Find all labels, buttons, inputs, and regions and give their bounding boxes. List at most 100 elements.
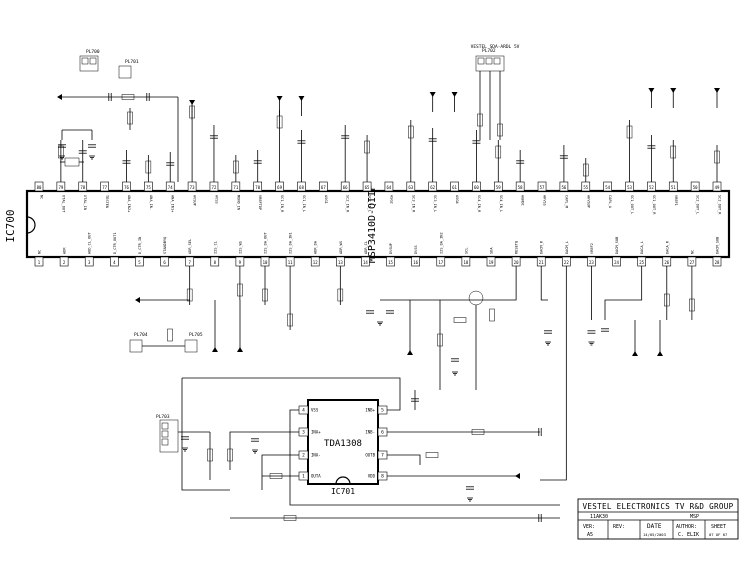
ic700-pin-box	[625, 181, 634, 192]
ic700-pin-name: SC2_IN_L	[368, 195, 372, 212]
title-sheet: 07 OF 07	[709, 532, 727, 537]
supply-icon	[670, 88, 677, 93]
ic700-pin-number: 19	[489, 260, 494, 265]
ic700-pin-name: CAPL_A	[608, 195, 612, 209]
connector	[118, 65, 132, 79]
ic700-pin-name: MONO_IN	[236, 195, 240, 210]
ic700-pin-number: 73	[190, 185, 195, 190]
ic700-pin-box	[486, 256, 496, 267]
crystal	[64, 157, 80, 167]
ic700-pin-name: VREFTOP	[258, 195, 262, 210]
ic700-pin-name: I2S_WS	[238, 241, 242, 254]
ic700-pin-box	[275, 181, 284, 192]
ic700-pin-number: 66	[343, 185, 348, 190]
title-block: VESTEL ELECTRONICS TV R&D GROUP 11AK30 M…	[577, 498, 739, 540]
ic700-pin-name: AHVSUP	[586, 195, 590, 208]
supply-icon	[298, 96, 305, 101]
ic701-notch	[335, 476, 351, 485]
supply-icon	[237, 347, 243, 352]
supply-icon	[407, 350, 413, 355]
ic700-pin-name: SC1_IN_R	[280, 195, 284, 213]
connector	[159, 419, 179, 453]
ic700-pin-box	[84, 256, 94, 267]
ic701-pin-box	[377, 450, 388, 460]
connector	[79, 55, 99, 72]
ic700-pin-number: 20	[514, 260, 519, 265]
ic700-pin-number: 67	[321, 185, 326, 190]
ic701-pin-box	[298, 405, 309, 415]
ic700-pin-box	[34, 256, 44, 267]
wire	[289, 409, 560, 506]
ic700-pin-box	[406, 181, 416, 192]
resistor	[269, 473, 283, 479]
ic700-pin-name: I2S_CL	[213, 241, 217, 254]
connector-pin	[161, 438, 169, 446]
wire	[380, 266, 517, 301]
ic700-pin-box	[647, 181, 656, 192]
connector-pin	[81, 57, 89, 65]
wire	[540, 266, 548, 301]
supply-icon	[57, 94, 62, 100]
ic700-pin-name: TESTEN	[105, 195, 109, 208]
supply-icon	[657, 351, 663, 356]
ic700-pin-box	[160, 256, 169, 267]
ic700-pin-name: ADR_SEL	[188, 239, 192, 254]
supply-icon	[212, 347, 218, 352]
ic701-pin-name: OUTA	[311, 474, 321, 479]
ic700-pin-box	[411, 256, 420, 267]
ic700-pin-name: D_CTR_OUT1	[113, 232, 117, 254]
ic700-pin-box	[59, 256, 69, 267]
ic700-pin-number: 16	[413, 260, 418, 265]
ic700-pin-name: NC	[690, 250, 694, 254]
resistor	[664, 293, 670, 307]
ic700-pin-box	[78, 181, 88, 192]
wire	[540, 266, 567, 481]
ic700-pin-name: SC4_IN_L	[499, 195, 503, 212]
resistor	[364, 140, 370, 154]
ic700-pin-number: 56	[561, 185, 566, 190]
ic700-pin-name: ADR	[63, 247, 67, 254]
transistor	[468, 290, 484, 306]
ic700-pin-name: ADR_DA	[314, 240, 318, 254]
ic700-pin-number: 13	[338, 260, 343, 265]
ic700-pin-name: DACA_R	[665, 240, 669, 254]
ic700-pin-number: 57	[540, 185, 545, 190]
ic700-pin-box	[56, 181, 66, 192]
title-rev-label: REV:	[613, 524, 625, 530]
ic700-pin-number: 6	[163, 260, 166, 265]
ic700-pin-box	[515, 181, 525, 192]
connector-pin	[89, 57, 97, 65]
ic700-pin-number: 61	[452, 185, 457, 190]
ic700-pin-number: 80	[37, 185, 42, 190]
ic700-pin-number: 23	[589, 260, 594, 265]
ic701-pin-name: INA+	[311, 430, 321, 435]
title-author: C. ELIK	[678, 532, 699, 538]
ic700-pin-number: 5	[138, 260, 141, 265]
ic700-pin-name: DACM_SUB	[615, 237, 619, 254]
ic700-pin-box	[450, 181, 459, 192]
ic700-pin-number: 2	[63, 260, 66, 265]
ic700-pin-name: I2S_DA_IN2	[439, 232, 443, 254]
ic700-pin-number: 12	[313, 260, 318, 265]
ic700-pin-box	[690, 181, 700, 192]
title-sheet-name: MSP	[690, 514, 699, 520]
ic700-pin-name: VREF1	[674, 195, 678, 206]
ic700-pin-name: ASG1	[324, 195, 328, 204]
resistor	[207, 448, 213, 462]
ic700-pin-number: 14	[363, 260, 368, 265]
resistor	[626, 125, 633, 139]
ic700-pin-name: AVSS	[214, 195, 218, 204]
ic700-pin-name: I2S_DA_OUT	[264, 232, 268, 254]
ic700-pin-box	[428, 181, 437, 192]
ic700-pin-name: AGNDC	[521, 195, 525, 206]
wire	[604, 266, 643, 320]
ic701-pin-box	[298, 427, 309, 437]
ic700-pin-box	[235, 256, 245, 267]
ic700-pin-number: 18	[463, 260, 468, 265]
ic700-pin-box	[231, 181, 241, 192]
ic700-pin-number: 26	[664, 260, 669, 265]
supply-icon	[451, 92, 458, 97]
ic700-pin-box	[536, 256, 546, 267]
connector-pin	[161, 422, 169, 430]
ic700-pin-number: 28	[715, 260, 720, 265]
